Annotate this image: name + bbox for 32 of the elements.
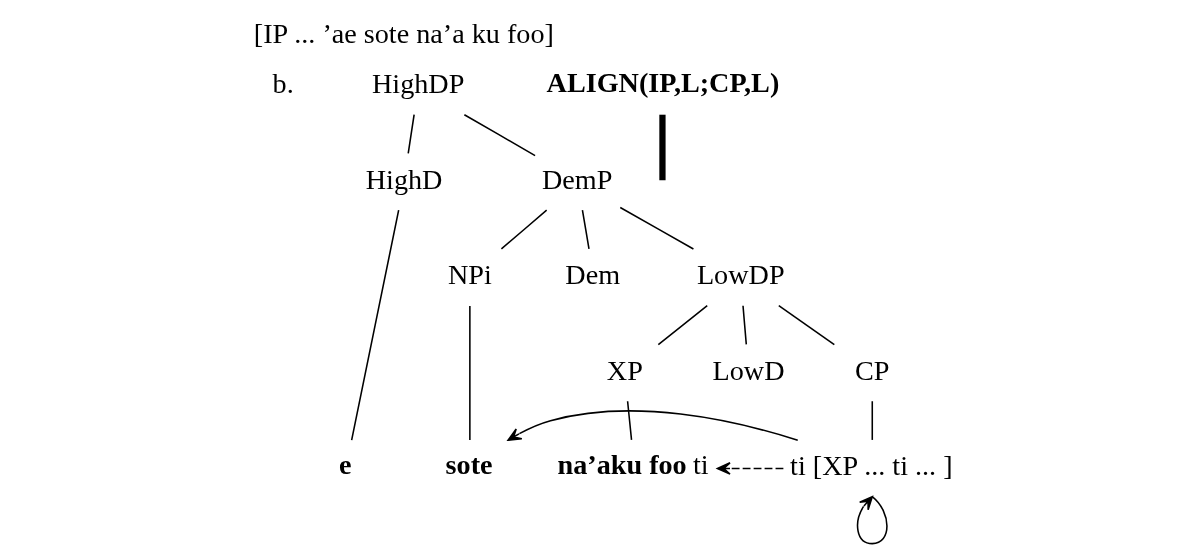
node-text: NPi (447, 259, 492, 291)
node-text: sote (445, 448, 493, 480)
node-text: ti [XP ... ti ... ] (789, 450, 953, 482)
connector (500, 209, 547, 250)
connector (626, 400, 632, 441)
arrow (856, 495, 888, 545)
node-text: LowD (712, 354, 785, 386)
node-text: na’aku foo ti (557, 448, 709, 480)
node-text: e (338, 448, 352, 480)
node-text: LowDP (696, 259, 785, 291)
connector (468, 305, 471, 441)
connector (350, 209, 399, 441)
node-text: Dem (564, 259, 620, 291)
arrow (506, 410, 799, 441)
node-text: CP (854, 354, 890, 386)
connector (406, 113, 415, 155)
connector (463, 113, 536, 157)
diagram-title: [IP ... ’ae sote na’a ku foo] (253, 18, 554, 50)
node-text: HighD (365, 163, 442, 195)
node-text: DemP (541, 163, 612, 195)
node-text: XP (606, 354, 643, 386)
node-text: HighDP (371, 68, 464, 100)
connector (777, 304, 835, 346)
label: b. (272, 68, 294, 100)
connector (741, 304, 747, 346)
connector (658, 114, 666, 181)
connector (581, 209, 590, 250)
connector (618, 206, 694, 250)
node-text: ALIGN(IP,L;CP,L) (546, 66, 779, 98)
connector (871, 400, 873, 441)
connector (657, 304, 708, 346)
arrow (716, 462, 784, 475)
